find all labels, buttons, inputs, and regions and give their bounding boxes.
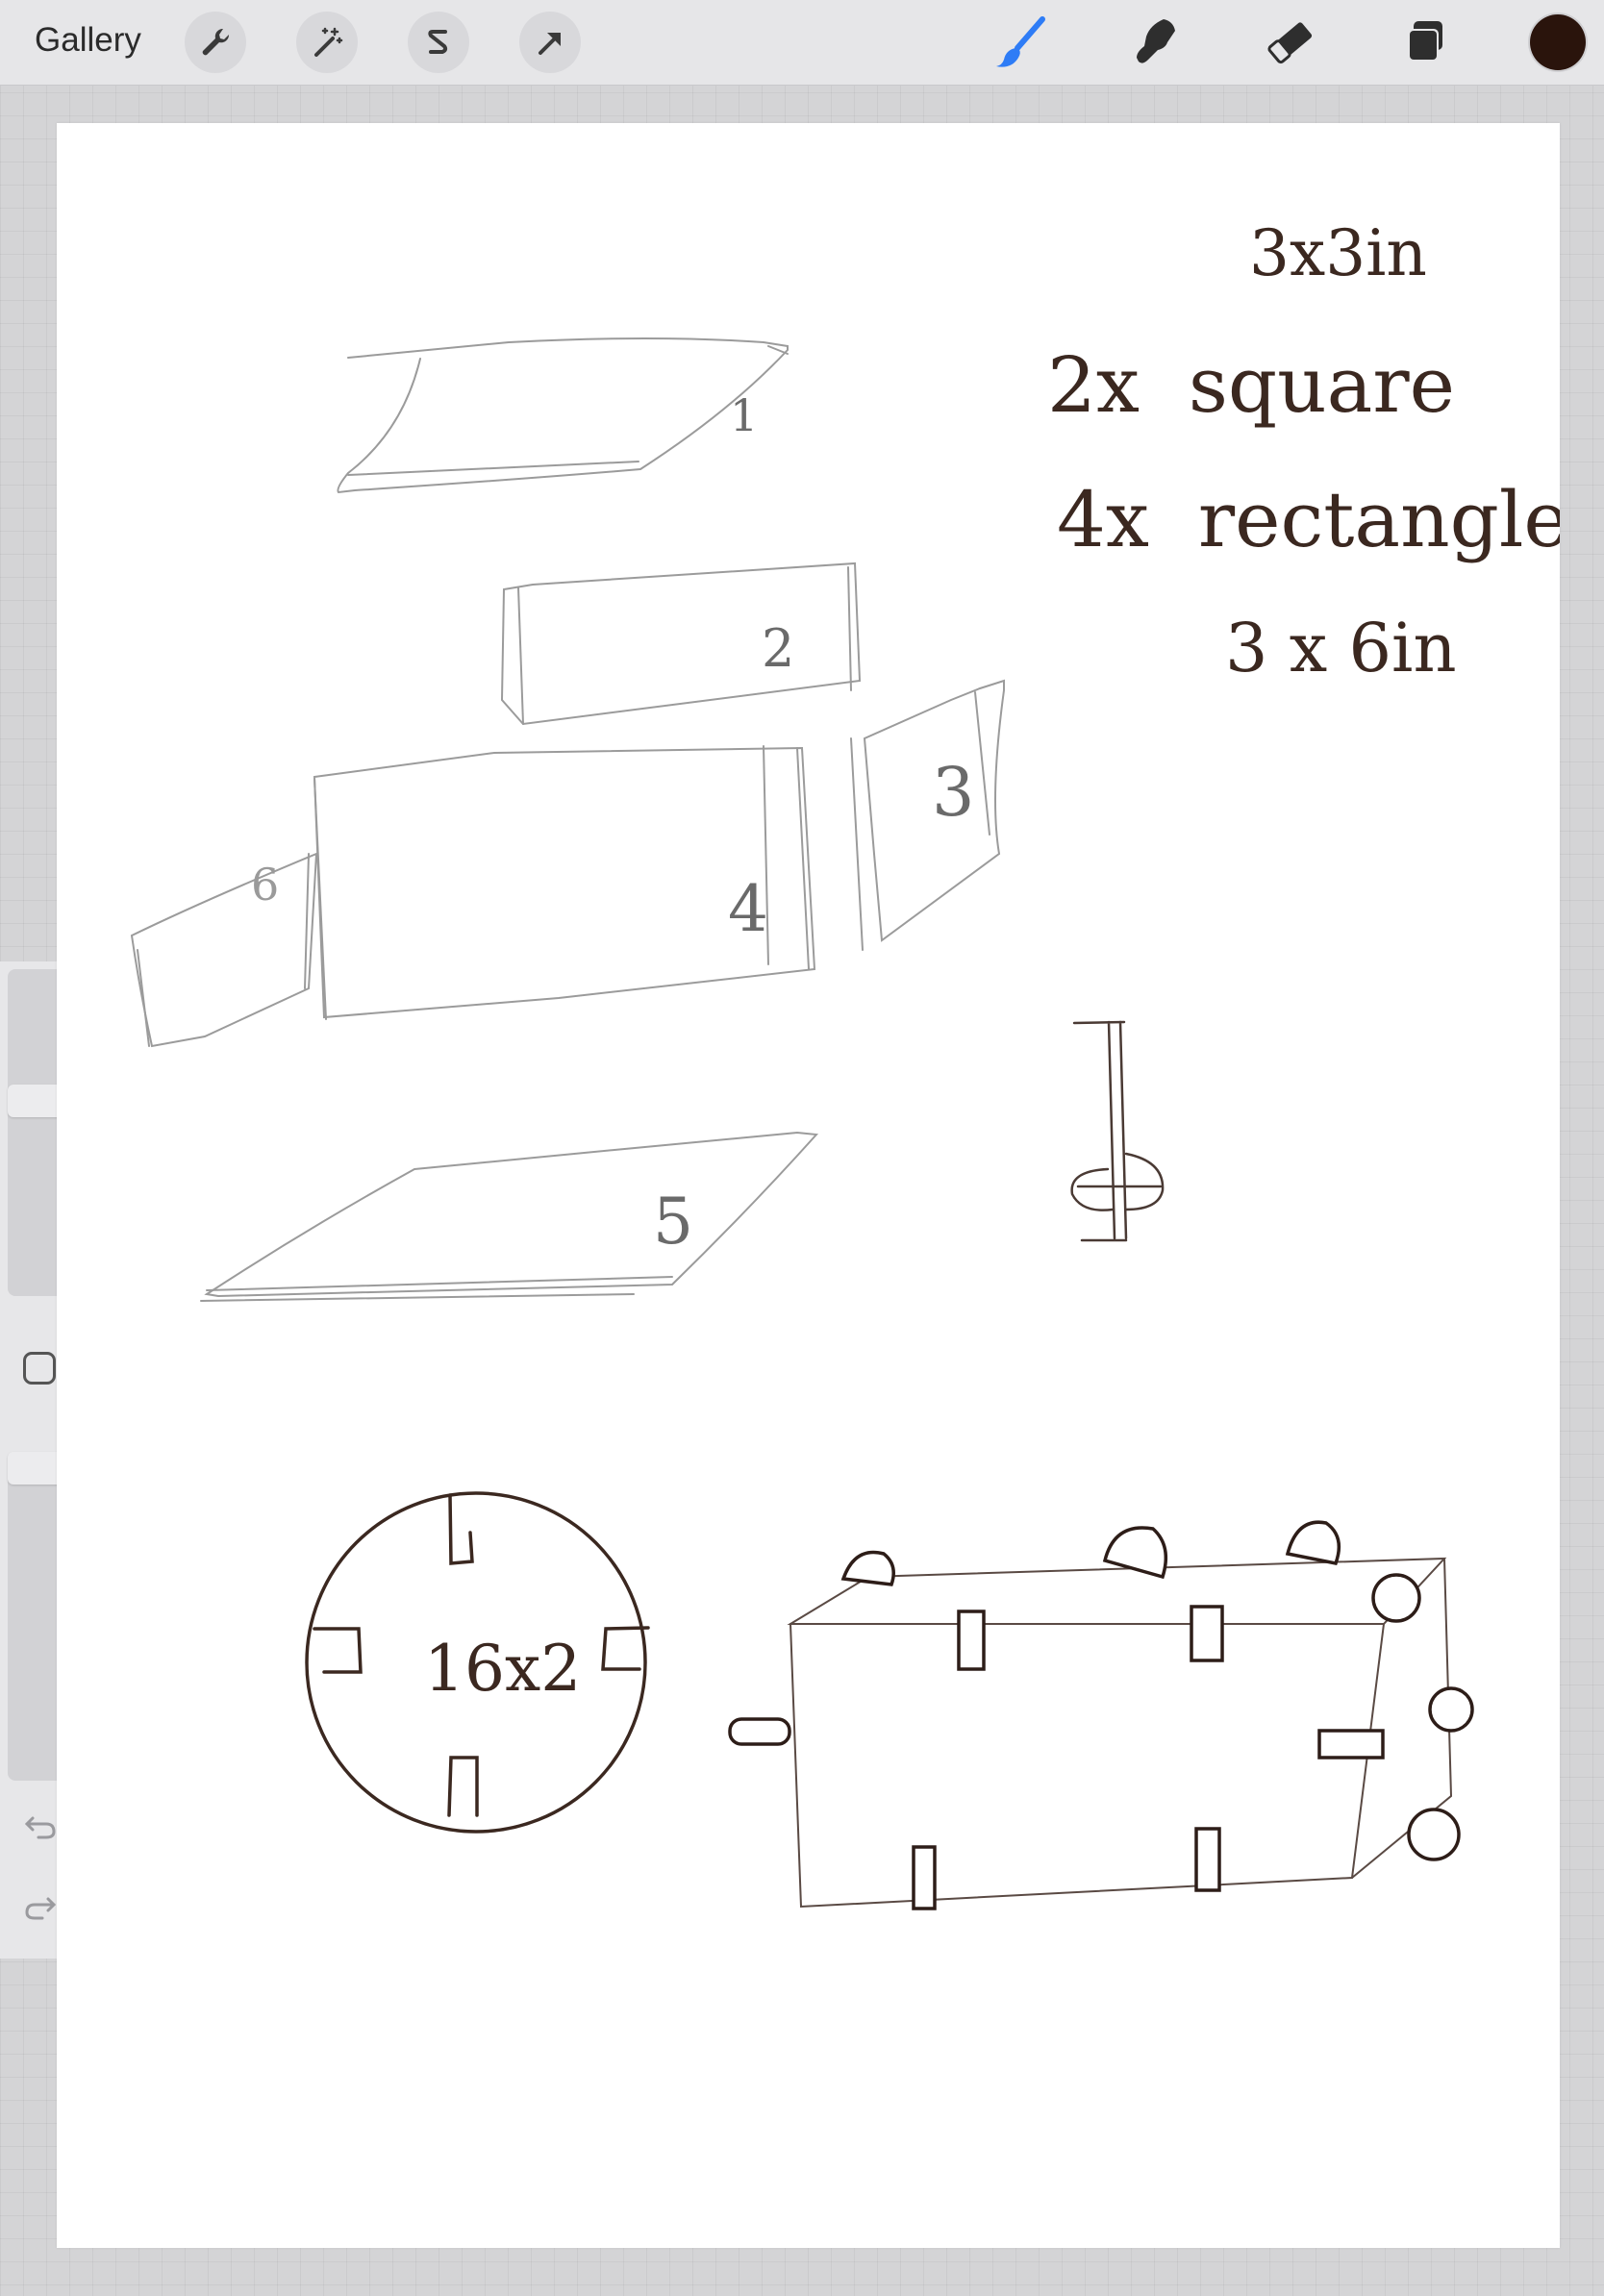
selection-icon[interactable]	[408, 12, 469, 73]
note-dim-square: 3x3in	[1249, 216, 1427, 290]
panel-1	[337, 337, 789, 494]
redo-icon[interactable]	[15, 1886, 65, 1929]
panel-label-2: 2	[762, 618, 794, 679]
smudge-icon[interactable]	[1125, 12, 1187, 73]
connector-diagram	[1072, 1020, 1128, 1242]
clip-label: 16x2	[424, 1632, 581, 1706]
transform-arrow-icon[interactable]	[519, 12, 581, 73]
note-rectangle: 4x rectangle	[1057, 475, 1560, 564]
panel-label-3: 3	[932, 753, 975, 832]
square-icon[interactable]	[23, 1352, 56, 1385]
gallery-button[interactable]: Gallery	[35, 21, 141, 59]
panel-label-6: 6	[251, 859, 279, 911]
panel-label-5: 5	[653, 1185, 693, 1259]
panel-label-4: 4	[728, 872, 768, 946]
panel-4	[313, 746, 816, 1019]
top-toolbar: Gallery	[0, 0, 1604, 86]
eraser-icon[interactable]	[1260, 12, 1321, 73]
panel-3	[863, 679, 1005, 942]
drawing-canvas[interactable]: 3x3in 2x square 4x rectangle 3 x 6in 1 2…	[57, 123, 1560, 2248]
undo-icon[interactable]	[15, 1806, 65, 1848]
panel-label-1: 1	[730, 389, 758, 441]
sketch-layer: 3x3in 2x square 4x rectangle 3 x 6in 1 2…	[130, 216, 1560, 1910]
note-dim-rectangle: 3 x 6in	[1225, 609, 1457, 687]
wrench-icon[interactable]	[185, 12, 246, 73]
panel-2	[500, 562, 862, 726]
clip-circle	[305, 1491, 647, 1834]
panel-6	[130, 852, 318, 1048]
color-swatch[interactable]	[1530, 14, 1586, 70]
brush-icon[interactable]	[990, 12, 1052, 73]
panel-5	[204, 1131, 819, 1298]
magic-wand-icon[interactable]	[296, 12, 358, 73]
note-square: 2x square	[1047, 340, 1455, 430]
layers-icon[interactable]	[1394, 12, 1456, 73]
